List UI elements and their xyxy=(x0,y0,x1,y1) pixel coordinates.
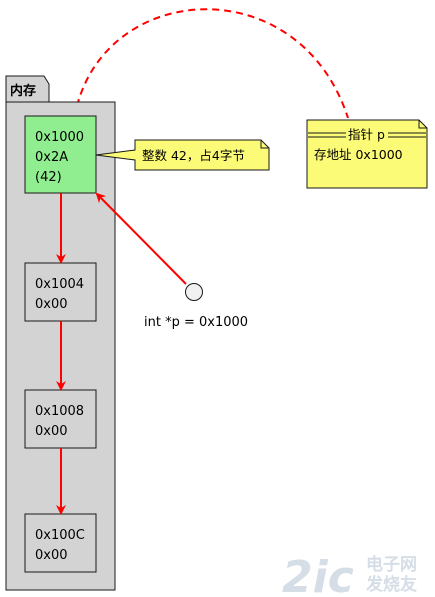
note-shape xyxy=(95,139,270,171)
cell-line: 0x1004 xyxy=(35,277,84,292)
cell-line: 0x2A xyxy=(35,150,68,165)
cell-line: 0x1000 xyxy=(35,130,84,145)
pointer-link-curve xyxy=(76,8,349,119)
pointer-note-title: 指针 p xyxy=(348,127,385,142)
cell-note: 整数 42，占4字节 xyxy=(95,139,270,171)
cell-line: 0x100C xyxy=(35,528,85,543)
watermark-small-bottom: 发烧友 xyxy=(365,574,417,595)
cell-note-text: 整数 42，占4字节 xyxy=(142,148,245,163)
cell-box xyxy=(24,389,97,449)
cell-line: 0x00 xyxy=(35,548,68,563)
cell-line: 0x1008 xyxy=(35,404,84,419)
cell-line: 0x00 xyxy=(35,424,68,439)
cell-box xyxy=(24,513,97,573)
watermark-small-top: 电子网 xyxy=(366,554,417,575)
package-tab xyxy=(5,75,50,103)
note-corner xyxy=(418,120,427,129)
cell-line: 0x00 xyxy=(35,297,68,312)
pointer-note: 指针 p 存地址 0x1000 xyxy=(306,119,428,189)
cell-box xyxy=(24,115,97,194)
watermark-large: 2ic xyxy=(282,552,354,597)
memory-cell-1: 0x1004 0x00 xyxy=(24,262,97,322)
package-title: 内存 xyxy=(10,83,36,99)
cell-line: (42) xyxy=(35,170,62,185)
pointer-node xyxy=(185,283,203,301)
memory-cell-2: 0x1008 0x00 xyxy=(24,389,97,449)
memory-cell-0: 0x1000 0x2A (42) xyxy=(24,115,97,194)
memory-cell-3: 0x100C 0x00 xyxy=(24,513,97,573)
cell-box xyxy=(24,262,97,322)
pointer-arrow xyxy=(95,192,187,285)
pointer-node-label: int *p = 0x1000 xyxy=(144,315,248,330)
pointer-note-text: 存地址 0x1000 xyxy=(314,147,403,162)
note-corner xyxy=(260,140,269,149)
watermark: 2ic 电子网 发烧友 xyxy=(282,552,417,597)
